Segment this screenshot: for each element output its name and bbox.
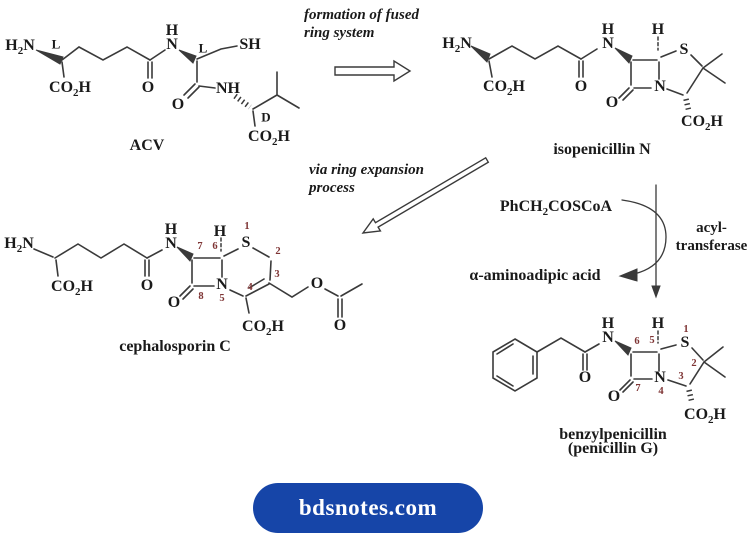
ceph-s-label: S (241, 234, 251, 251)
step2-annotation: via ring expansion process (309, 161, 424, 197)
ceph-num-8: 8 (198, 290, 204, 302)
ceph-num-6: 6 (212, 240, 218, 252)
cephalosporin-structure-bonds (33, 237, 363, 318)
benpen-lactam-o-label: O (607, 388, 621, 405)
ceph-lactam-o-label: O (167, 294, 181, 311)
acv-structure-bonds (35, 45, 300, 127)
step2-line1: via ring expansion (309, 162, 425, 178)
step1-annotation: formation of fused ring system (304, 6, 419, 42)
ceph-num-2: 2 (275, 245, 281, 257)
ceph-num-5: 5 (219, 292, 225, 304)
benpen-num-5: 5 (649, 334, 655, 346)
acv-amide-n-label: N (166, 36, 178, 53)
acv-stereo-l2-label: L (198, 40, 208, 56)
benpen-num-6: 6 (634, 335, 640, 347)
benpen-carbonyl-o-label: O (578, 369, 592, 386)
acv-amine-label: H2N (5, 37, 35, 58)
benpen-num-4: 4 (658, 385, 664, 397)
isopenicillin-structure-bonds (470, 36, 726, 113)
acv-nh-label: NH (216, 80, 240, 97)
byproduct-label: α-aminoadipic acid (469, 267, 601, 284)
isopen-amide-n-label: N (602, 35, 614, 52)
reaction-arrows (334, 59, 667, 299)
isopenicillin-name: isopenicillin N (553, 141, 651, 158)
vertical-arrow-head (651, 285, 661, 299)
ceph-amide-n-label: N (165, 235, 177, 252)
ceph-amide-h-label: H (164, 221, 178, 238)
acv-co2h-1-label: CO2H (49, 79, 91, 100)
isopen-carbonyl-o-label: O (574, 78, 588, 95)
cofactor-label: PhCH2COSCoA (499, 198, 613, 219)
ceph-carbonyl-o-label: O (140, 277, 154, 294)
ceph-co2h-1-label: CO2H (51, 278, 93, 299)
ceph-c6-h-label: H (213, 223, 227, 240)
benpen-amide-n-label: N (602, 329, 614, 346)
ceph-amine-label: H2N (4, 235, 34, 256)
isopen-c5-h-label: H (651, 21, 665, 38)
benpen-num-3: 3 (678, 370, 684, 382)
benpen-ring-n-label: N (654, 369, 666, 386)
cofactor-curve-arrow (621, 199, 667, 275)
benpen-num-2: 2 (691, 357, 697, 369)
isopen-lactam-o-label: O (605, 94, 619, 111)
acv-stereo-l1-label: L (51, 36, 61, 52)
ceph-acetyl-o-label: O (333, 317, 347, 334)
isopen-ring-n-label: N (654, 78, 666, 95)
enzyme-line2: transferase (675, 238, 748, 254)
isopen-amine-label: H2N (442, 35, 472, 56)
ceph-ring-n-label: N (216, 276, 228, 293)
isopen-co2h-1-label: CO2H (483, 78, 525, 99)
benpen-amide-h-label: H (601, 315, 615, 332)
benpen-num-7: 7 (635, 382, 641, 394)
acv-name: ACV (129, 137, 165, 154)
benpen-co2h-label: CO2H (684, 406, 726, 427)
enzyme-label: acyl- transferase (664, 219, 755, 255)
acv-stereo-d-label: D (261, 109, 271, 125)
cephalosporin-name: cephalosporin C (119, 338, 231, 355)
block-arrow-diagonal (361, 156, 490, 234)
isopen-s-label: S (679, 41, 689, 58)
acv-co2h-2-label: CO2H (248, 128, 290, 149)
step1-line2: ring system (304, 25, 375, 41)
block-arrow-right (334, 59, 412, 83)
cofactor-curve-arrow-head (618, 268, 638, 282)
acv-amide-h-label: H (165, 22, 179, 39)
ceph-num-1: 1 (244, 220, 250, 232)
bdsnotes-badge[interactable]: bdsnotes.com (253, 483, 483, 533)
benpen-num-1: 1 (683, 323, 689, 335)
step2-line2: process (309, 180, 355, 196)
ceph-num-4: 4 (247, 281, 253, 293)
isopen-co2h-2-label: CO2H (681, 113, 723, 134)
ceph-num-3: 3 (274, 268, 280, 280)
benzylpenicillin-alt-name: (penicillin G) (567, 440, 659, 457)
benpen-s-label: S (680, 334, 690, 351)
acv-thiol-label: SH (239, 36, 261, 53)
benpen-c5-h-label: H (651, 315, 665, 332)
bdsnotes-badge-text: bdsnotes.com (298, 495, 438, 520)
step1-line1: formation of fused (304, 7, 420, 23)
benzylpenicillin-structure-bonds (492, 330, 726, 404)
ceph-num-7: 7 (197, 240, 203, 252)
enzyme-line1: acyl- (696, 220, 727, 236)
isopen-amide-h-label: H (601, 21, 615, 38)
ceph-ester-o-label: O (310, 275, 324, 292)
acv-carbonyl-o-label: O (141, 79, 155, 96)
ceph-co2h-2-label: CO2H (242, 318, 284, 339)
benzylpenicillin-name: benzylpenicillin (559, 426, 667, 443)
acv-carbonyl2-o-label: O (171, 96, 185, 113)
